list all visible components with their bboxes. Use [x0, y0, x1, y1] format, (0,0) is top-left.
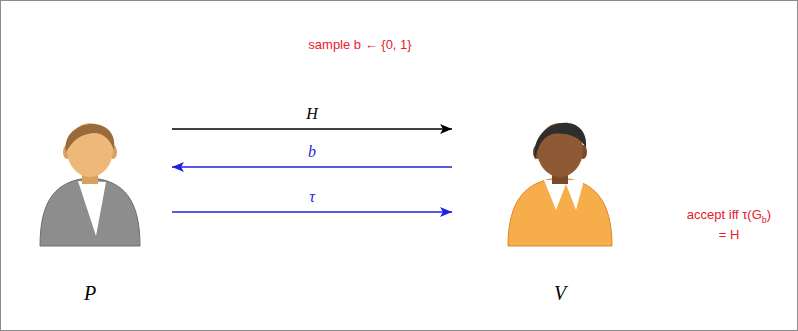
- message-label: τ: [309, 188, 315, 206]
- party-name: P: [80, 282, 100, 305]
- step-note: sample b ← {0, 1}: [250, 36, 470, 54]
- party-figure: P: [8, 100, 172, 305]
- party-figure: V: [452, 100, 668, 305]
- prover-figure: [40, 123, 140, 246]
- verifier-figure: [508, 123, 612, 246]
- message-label: H: [306, 105, 318, 123]
- message-arrow: [172, 211, 452, 213]
- message-arrow: [172, 128, 452, 130]
- party-name: V: [550, 282, 570, 305]
- message-label: b: [308, 143, 316, 161]
- message-arrow: [172, 166, 452, 168]
- accept-condition: accept iff τ(Gb) = H: [683, 206, 775, 243]
